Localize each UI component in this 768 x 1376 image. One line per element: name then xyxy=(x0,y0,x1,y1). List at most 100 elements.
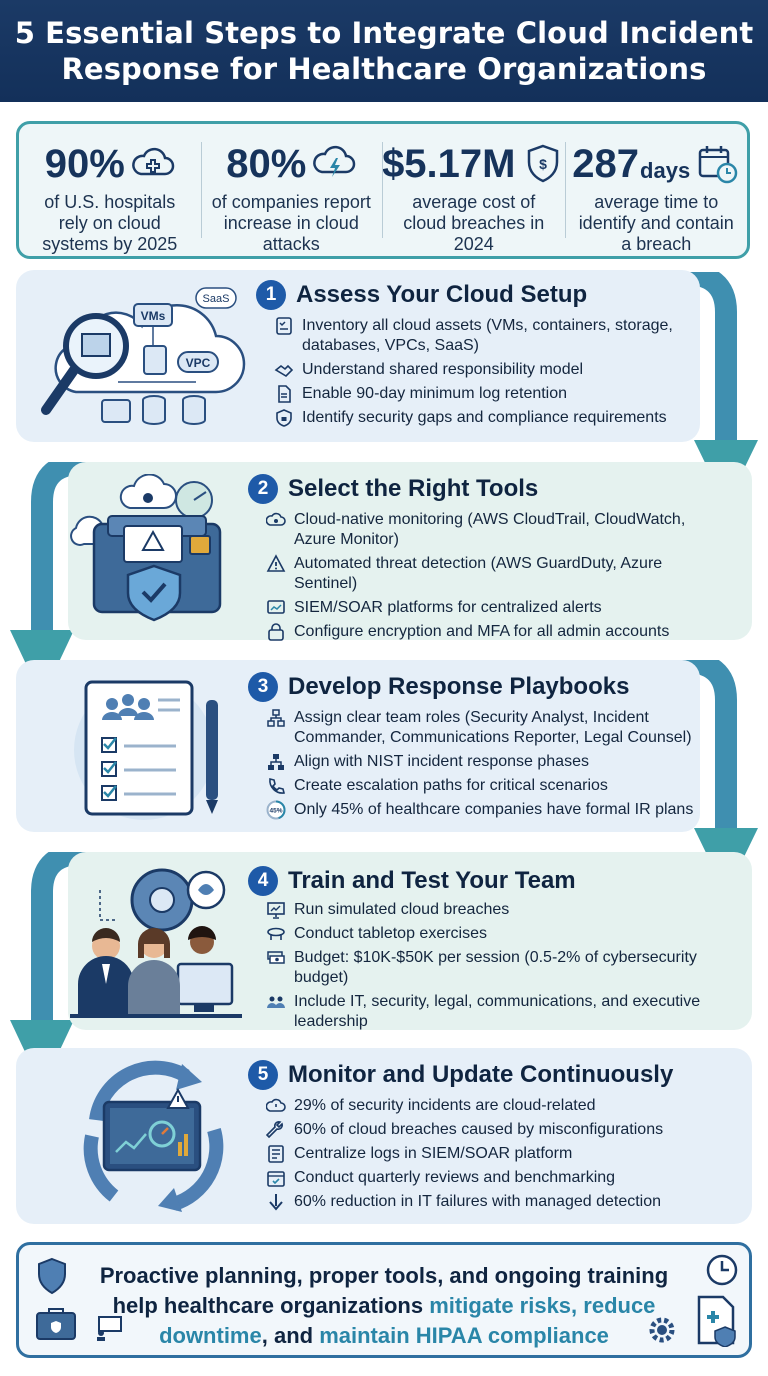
list-item: Configure encryption and MFA for all adm… xyxy=(266,622,706,642)
step-number-badge: 3 xyxy=(248,672,278,702)
list-item: Assign clear team roles (Security Analys… xyxy=(266,708,716,748)
warning-icon xyxy=(266,554,286,572)
list-item: Centralize logs in SIEM/SOAR platform xyxy=(266,1144,736,1164)
stats-panel: 90% of U.S. hospitals rely on cloud syst… xyxy=(16,121,750,259)
list-item: Automated threat detection (AWS GuardDut… xyxy=(266,554,706,594)
summary-footer: Proactive planning, proper tools, and on… xyxy=(16,1242,752,1358)
monitoring-cycle-illustration xyxy=(83,1060,224,1212)
step-number-badge: 2 xyxy=(248,474,278,504)
bullet-text: Conduct tabletop exercises xyxy=(294,925,487,942)
bullet-text: Identify security gaps and compliance re… xyxy=(302,409,667,426)
calendar-check-icon xyxy=(267,1171,285,1187)
dashboard-icon xyxy=(267,600,285,614)
summary-text-part-2: , and xyxy=(261,1323,320,1348)
presentation-icon xyxy=(97,1316,122,1341)
step-title: Assess Your Cloud Setup xyxy=(296,281,588,308)
checklist-icon xyxy=(276,317,292,335)
cloud-inventory-illustration: VMs VPC SaaS xyxy=(41,287,246,425)
wrench-icon xyxy=(266,1121,283,1139)
bullet-text: Run simulated cloud breaches xyxy=(294,901,510,918)
bullet-text: Centralize logs in SIEM/SOAR platform xyxy=(294,1145,573,1162)
stat-label: of companies report increase in cloud at… xyxy=(211,192,371,254)
step-number-badge: 4 xyxy=(248,866,278,896)
team-training-illustration xyxy=(70,868,242,1018)
list-item: SIEM/SOAR platforms for centralized aler… xyxy=(266,598,706,618)
briefcase-icon xyxy=(36,1308,76,1340)
money-stack-icon xyxy=(267,951,285,964)
stat-label: of U.S. hospitals rely on cloud systems … xyxy=(42,192,178,254)
bullet-text: Only 45% of healthcare companies have fo… xyxy=(294,801,694,818)
list-item: Understand shared responsibility model xyxy=(274,360,694,380)
medical-document-icon xyxy=(697,1295,736,1347)
logs-icon xyxy=(268,1145,284,1163)
list-item: Budget: $10K-$50K per session (0.5-2% of… xyxy=(266,948,706,988)
storm-cloud-icon xyxy=(313,145,356,177)
percent-label: 45% xyxy=(269,808,282,815)
summary-highlight-2: maintain HIPAA compliance xyxy=(319,1323,609,1348)
step-5-heading: 5 Monitor and Update Continuously xyxy=(248,1060,673,1090)
stat-value: $5.17M xyxy=(382,142,516,186)
title-line-1: 5 Essential Steps to Integrate Cloud Inc… xyxy=(14,16,754,50)
step-number-badge: 1 xyxy=(256,280,286,310)
cloud-gear-icon xyxy=(266,512,286,526)
list-item: Identify security gaps and compliance re… xyxy=(274,408,694,428)
bullet-text: Align with NIST incident response phases xyxy=(294,753,589,770)
phone-icon xyxy=(269,778,285,794)
cloud-alert-icon xyxy=(266,1098,286,1112)
shield-icon xyxy=(38,1257,66,1295)
bullet-text: Conduct quarterly reviews and benchmarki… xyxy=(294,1169,616,1186)
percent-45-icon: 45% xyxy=(266,800,286,820)
step-4-heading: 4 Train and Test Your Team xyxy=(248,866,576,896)
table-icon xyxy=(267,927,285,940)
stat-unit: days xyxy=(640,158,691,183)
step-title: Train and Test Your Team xyxy=(288,867,576,894)
bullet-text: Cloud-native monitoring (AWS CloudTrail,… xyxy=(294,511,686,548)
summary-text-part-1: Proactive planning, proper tools, and on… xyxy=(99,1263,669,1318)
stat-value: 80% xyxy=(226,142,307,186)
playbook-illustration xyxy=(74,680,218,820)
stat-cost: $5.17M $ average cost of cloud breaches … xyxy=(382,124,565,256)
bullet-text: Enable 90-day minimum log retention xyxy=(302,385,568,402)
stat-value: 90% xyxy=(44,142,125,186)
down-arrow-icon xyxy=(269,1194,283,1211)
step-1-heading: 1 Assess Your Cloud Setup xyxy=(256,280,587,310)
list-item: 29% of security incidents are cloud-rela… xyxy=(266,1096,736,1116)
summary-highlight-1: mitigate risks, reduce downtime xyxy=(159,1293,656,1348)
stat-label: average cost of cloud breaches in 2024 xyxy=(403,192,545,254)
list-item: Create escalation paths for critical sce… xyxy=(266,776,716,796)
list-item: Run simulated cloud breaches xyxy=(266,900,706,920)
org-chart-icon xyxy=(267,709,285,727)
bullet-text: 60% of cloud breaches caused by misconfi… xyxy=(294,1121,664,1138)
clock-icon xyxy=(706,1254,738,1286)
bullet-text: Understand shared responsibility model xyxy=(302,361,584,378)
list-item: Inventory all cloud assets (VMs, contain… xyxy=(274,316,694,356)
step-3-bullets: Assign clear team roles (Security Analys… xyxy=(266,708,716,824)
gear-icon xyxy=(649,1317,675,1343)
step-title: Monitor and Update Continuously xyxy=(288,1061,674,1088)
step-3-heading: 3 Develop Response Playbooks xyxy=(248,672,629,702)
title-line-2: Response for Healthcare Organizations xyxy=(61,52,707,86)
bullet-text: Create escalation paths for critical sce… xyxy=(294,777,608,794)
list-item: 45% Only 45% of healthcare companies hav… xyxy=(266,800,716,820)
step-title: Develop Response Playbooks xyxy=(288,673,630,700)
bullet-text: 29% of security incidents are cloud-rela… xyxy=(294,1097,596,1114)
art-label-vpc: VPC xyxy=(186,356,211,370)
bullet-text: Inventory all cloud assets (VMs, contain… xyxy=(302,317,673,354)
art-label-saas: SaaS xyxy=(203,293,230,305)
hierarchy-icon xyxy=(268,754,284,770)
presentation-icon xyxy=(267,902,285,919)
stat-label: average time to identify and contain a b… xyxy=(578,192,734,254)
svg-text:$: $ xyxy=(540,156,548,172)
lock-key-icon xyxy=(268,623,284,641)
bullet-text: Configure encryption and MFA for all adm… xyxy=(294,623,670,640)
list-item: Include IT, security, legal, communicati… xyxy=(266,992,706,1032)
bullet-text: Budget: $10K-$50K per session (0.5-2% of… xyxy=(294,949,697,986)
list-item: Conduct tabletop exercises xyxy=(266,924,706,944)
step-1-bullets: Inventory all cloud assets (VMs, contain… xyxy=(274,316,694,432)
stat-days: 287 days average time to identify and co… xyxy=(565,124,747,256)
step-4-bullets: Run simulated cloud breaches Conduct tab… xyxy=(266,900,706,1036)
bullet-text: Assign clear team roles (Security Analys… xyxy=(294,709,692,746)
step-2-heading: 2 Select the Right Tools xyxy=(248,474,538,504)
page-title: 5 Essential Steps to Integrate Cloud Inc… xyxy=(0,0,768,102)
stat-attacks: 80% of companies report increase in clou… xyxy=(200,124,383,256)
